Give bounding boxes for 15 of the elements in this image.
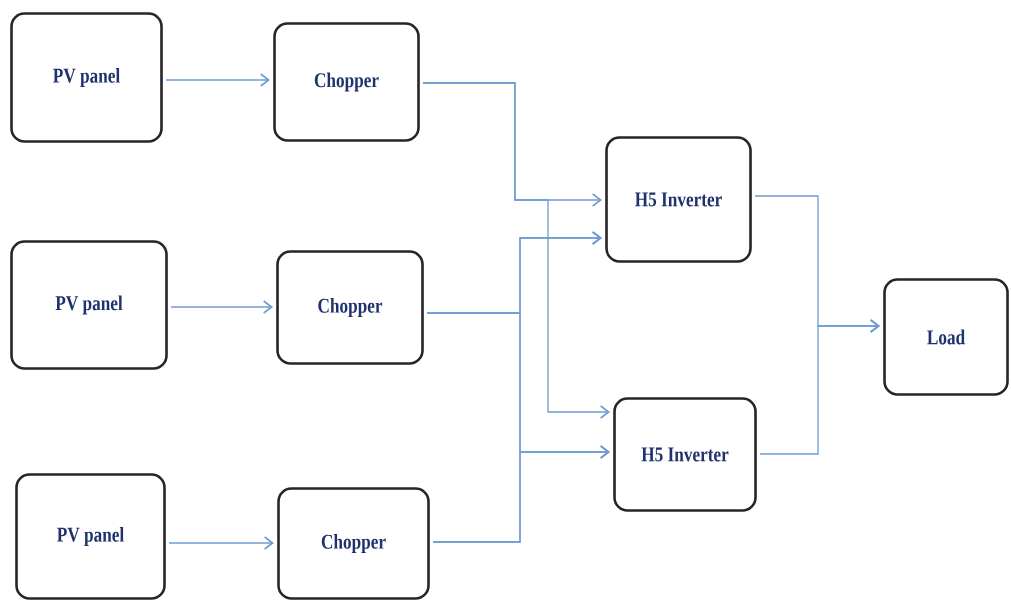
arrow xyxy=(422,82,610,419)
block-box: PV panel xyxy=(10,12,163,143)
block-box: H5 Inverter xyxy=(605,136,752,263)
block-box: H5 Inverter xyxy=(613,397,757,512)
block-box: PV panel xyxy=(10,240,168,370)
block-box: Chopper xyxy=(277,487,430,600)
block-box: Chopper xyxy=(273,22,420,142)
block-box: PV panel xyxy=(15,473,166,600)
arrow xyxy=(168,536,274,550)
arrow xyxy=(432,445,610,543)
arrow xyxy=(165,73,270,87)
block-box: Chopper xyxy=(276,250,424,365)
arrow xyxy=(170,300,273,314)
block-box: Load xyxy=(883,278,1009,396)
arrow xyxy=(759,319,880,455)
